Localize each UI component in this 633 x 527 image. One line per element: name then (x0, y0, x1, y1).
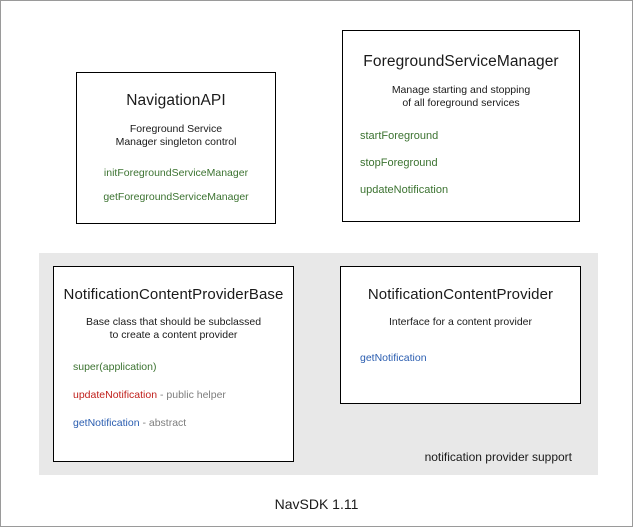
group-panel-label: notification provider support (424, 450, 572, 464)
member-row[interactable]: super(application) (73, 361, 293, 373)
class-box-navigation-api[interactable]: NavigationAPI Foreground Service Manager… (76, 72, 276, 224)
class-description-line-2: Manager singleton control (115, 135, 237, 148)
class-description-navigation-api: Foreground Service Manager singleton con… (77, 123, 275, 149)
member-symbol: stopForeground (360, 156, 438, 169)
member-symbol: initForegroundServiceManager (103, 166, 249, 179)
member-row[interactable]: initForegroundServiceManager (77, 167, 275, 179)
member-list-navigation-api: initForegroundServiceManager getForegrou… (77, 167, 275, 203)
footer-version-label: NavSDK 1.11 (274, 496, 359, 512)
class-title-notification-content-provider: NotificationContentProvider (367, 286, 554, 303)
member-row[interactable]: startForeground (360, 130, 579, 142)
class-description-foreground-service-manager: Manage starting and stopping of all fore… (343, 84, 579, 110)
member-list-notification-content-provider-base: super(application) updateNotification - … (54, 361, 293, 429)
member-row[interactable]: getForegroundServiceManager (77, 191, 275, 203)
member-row[interactable]: updateNotification - public helper (73, 389, 293, 401)
member-symbol: startForeground (360, 129, 439, 142)
class-description-line-2: to create a content provider (109, 328, 238, 341)
class-description-line-1: Foreground Service (129, 123, 223, 135)
member-symbol: updateNotification (360, 183, 449, 196)
member-symbol: updateNotification (73, 388, 158, 401)
class-title-foreground-service-manager: ForegroundServiceManager (363, 53, 559, 70)
class-box-foreground-service-manager[interactable]: ForegroundServiceManager Manage starting… (342, 30, 580, 222)
member-note: - abstract (139, 416, 187, 429)
class-title-navigation-api: NavigationAPI (126, 92, 226, 109)
member-symbol: getForegroundServiceManager (103, 190, 249, 203)
member-list-foreground-service-manager: startForeground stopForeground updateNot… (343, 130, 579, 196)
member-note: - public helper (157, 388, 226, 401)
class-title-notification-content-provider-base: NotificationContentProviderBase (63, 286, 284, 303)
member-row[interactable]: updateNotification (360, 184, 579, 196)
class-box-notification-content-provider[interactable]: NotificationContentProvider Interface fo… (340, 266, 581, 404)
member-row[interactable]: stopForeground (360, 157, 579, 169)
class-description-notification-content-provider: Interface for a content provider (341, 316, 580, 329)
member-symbol: getNotification (73, 416, 140, 429)
class-description-line-1: Manage starting and stopping (391, 84, 531, 96)
member-symbol: getNotification (360, 351, 427, 364)
member-list-notification-content-provider: getNotification (341, 352, 580, 364)
member-row[interactable]: getNotification (360, 352, 580, 364)
class-description-line-1: Base class that should be subclassed (85, 316, 262, 328)
class-description-line-1: Interface for a content provider (389, 316, 532, 328)
class-description-notification-content-provider-base: Base class that should be subclassed to … (54, 316, 293, 342)
member-symbol: super(application) (73, 360, 157, 373)
class-description-line-2: of all foreground services (402, 96, 520, 109)
class-box-notification-content-provider-base[interactable]: NotificationContentProviderBase Base cla… (53, 266, 294, 462)
member-row[interactable]: getNotification - abstract (73, 417, 293, 429)
